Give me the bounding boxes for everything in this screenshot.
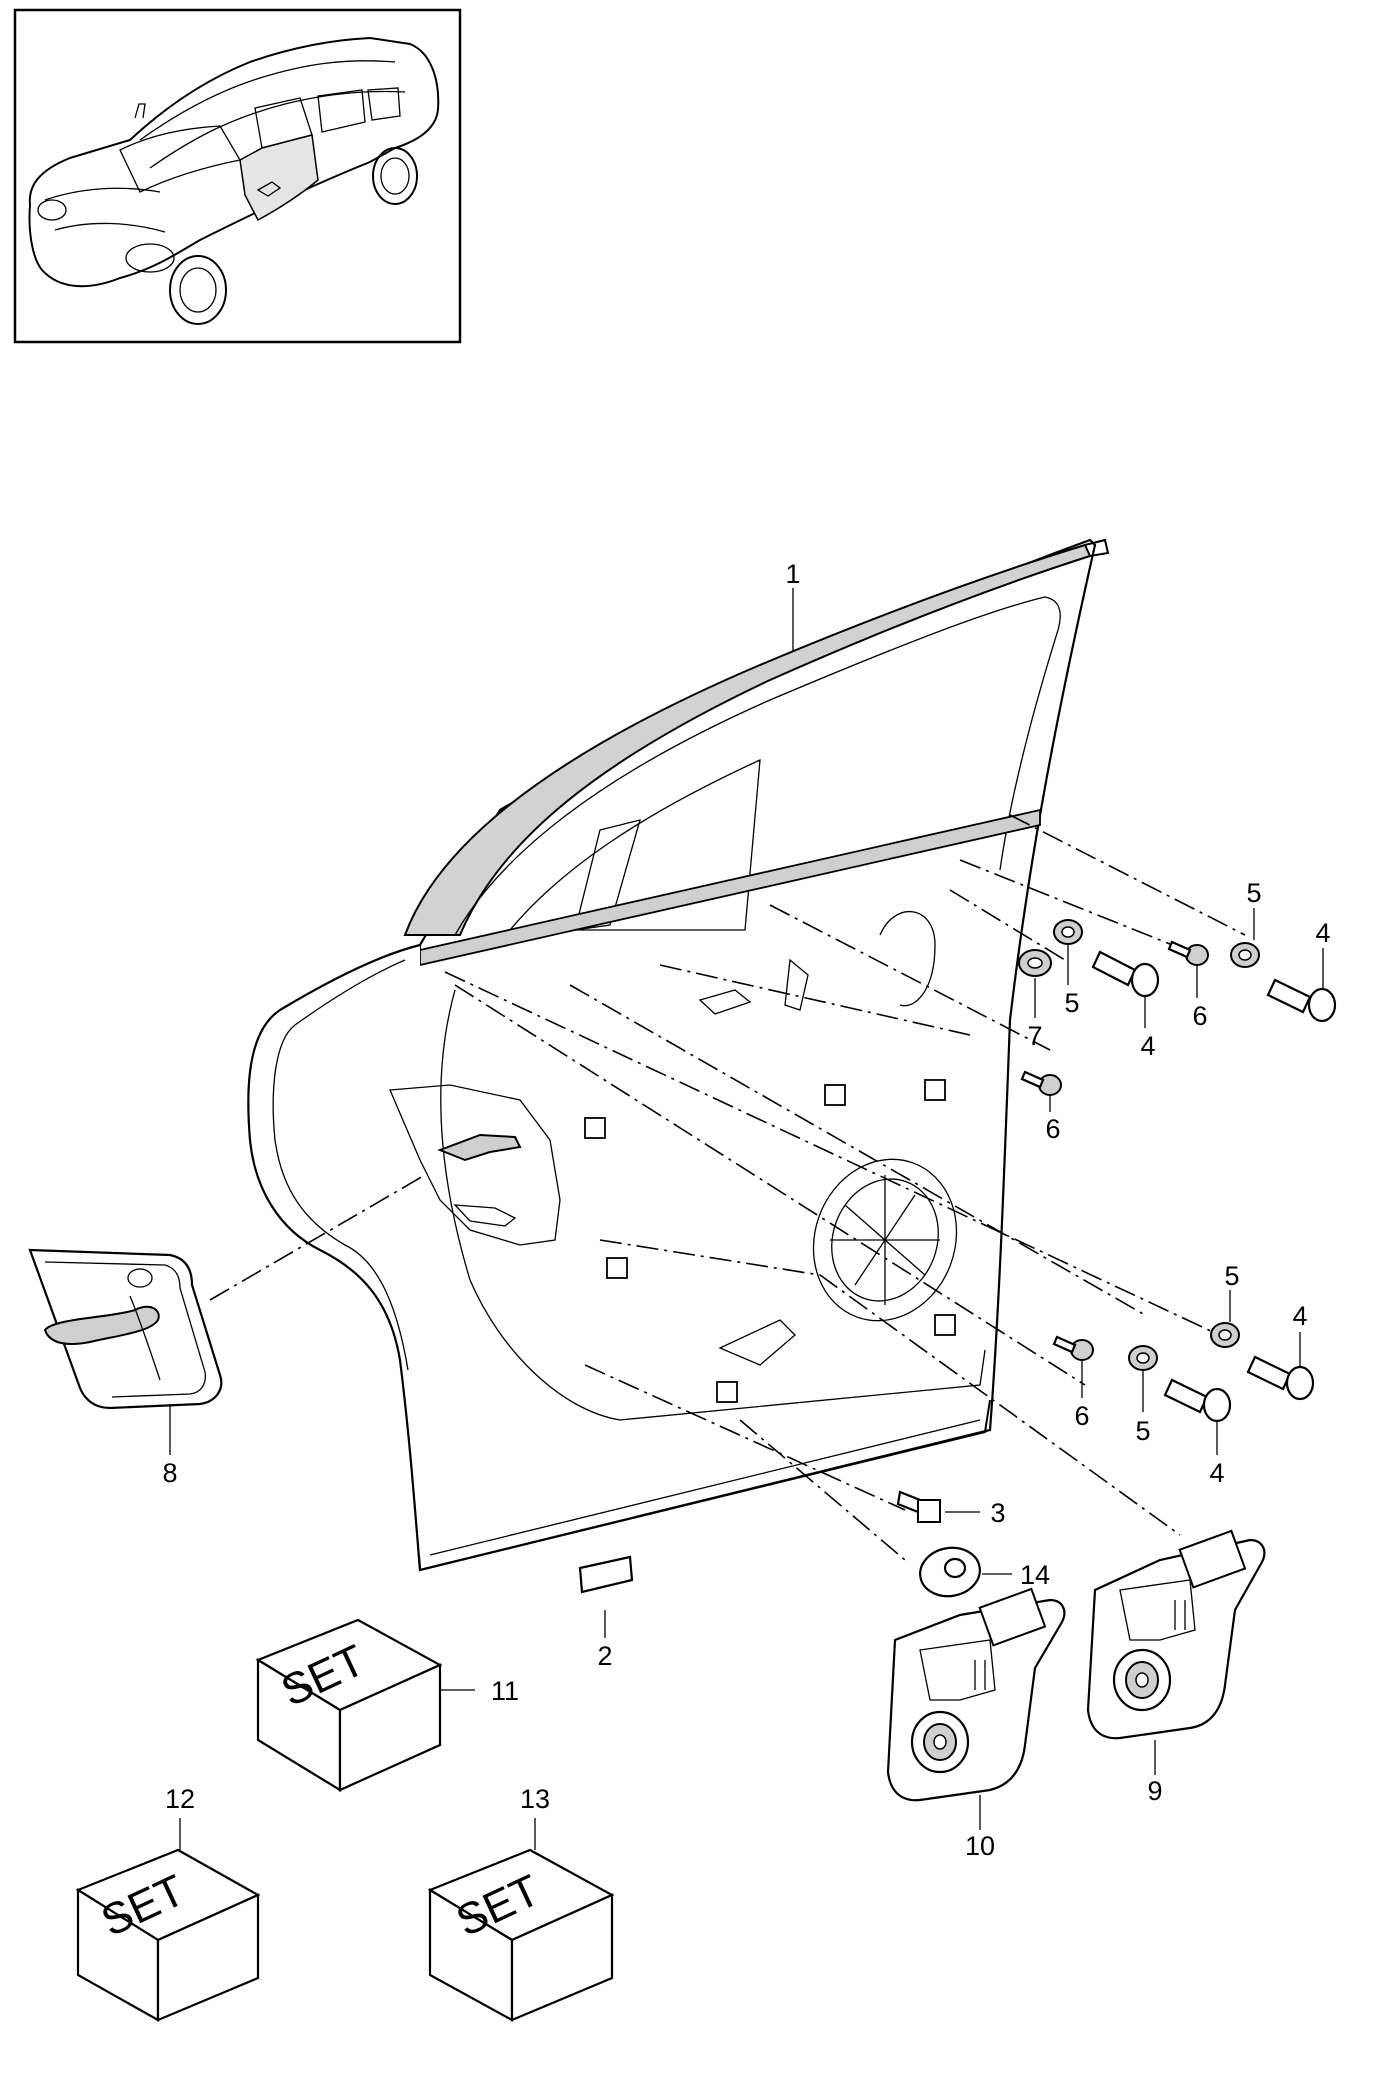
set-box-12: SET <box>75 1848 261 2022</box>
window-motor-9 <box>1086 1529 1266 1740</box>
callout-6-lower: 6 <box>1074 1401 1089 1431</box>
callout-1: 1 <box>785 559 800 589</box>
callout-6-middle: 6 <box>1045 1114 1060 1144</box>
door-clips <box>584 1079 956 1403</box>
set-box-13: SET <box>427 1848 615 2022</box>
callout-12: 12 <box>165 1784 195 1814</box>
callout-4-upper-right: 4 <box>1315 918 1330 948</box>
hardware <box>578 919 1337 1598</box>
callout-11: 11 <box>491 1676 519 1706</box>
callout-3: 3 <box>990 1498 1005 1528</box>
callout-8: 8 <box>162 1458 177 1488</box>
callout-5-lower: 5 <box>1135 1416 1150 1446</box>
car-thumbnail <box>13 8 462 344</box>
callout-4-lower-right: 4 <box>1292 1301 1307 1331</box>
handle-cover <box>28 1248 223 1410</box>
car-overview-icon <box>28 36 440 325</box>
door-frame <box>247 538 1110 1572</box>
callout-4-upper: 4 <box>1140 1031 1155 1061</box>
window-motor-10 <box>886 1587 1066 1802</box>
assembly-lines <box>209 814 1246 1561</box>
speaker <box>812 1158 958 1322</box>
callout-9: 9 <box>1147 1776 1162 1806</box>
callout-14: 14 <box>1020 1560 1050 1590</box>
callout-4-lower: 4 <box>1209 1458 1224 1488</box>
set-box-11: SET <box>255 1618 443 1792</box>
callouts: 1 2 3 14 5 4 5 4 6 7 6 5 4 6 5 4 8 9 10 … <box>162 559 1330 1861</box>
callout-6-upper: 6 <box>1192 1001 1207 1031</box>
callout-5-lower-right: 5 <box>1224 1261 1239 1291</box>
callout-10: 10 <box>965 1831 995 1861</box>
callout-2: 2 <box>597 1641 612 1671</box>
callout-13: 13 <box>520 1784 550 1814</box>
callout-5-upper-right: 5 <box>1246 878 1261 908</box>
callout-5-upper: 5 <box>1064 988 1079 1018</box>
leader-lines <box>169 588 1324 1850</box>
callout-7: 7 <box>1027 1021 1042 1051</box>
